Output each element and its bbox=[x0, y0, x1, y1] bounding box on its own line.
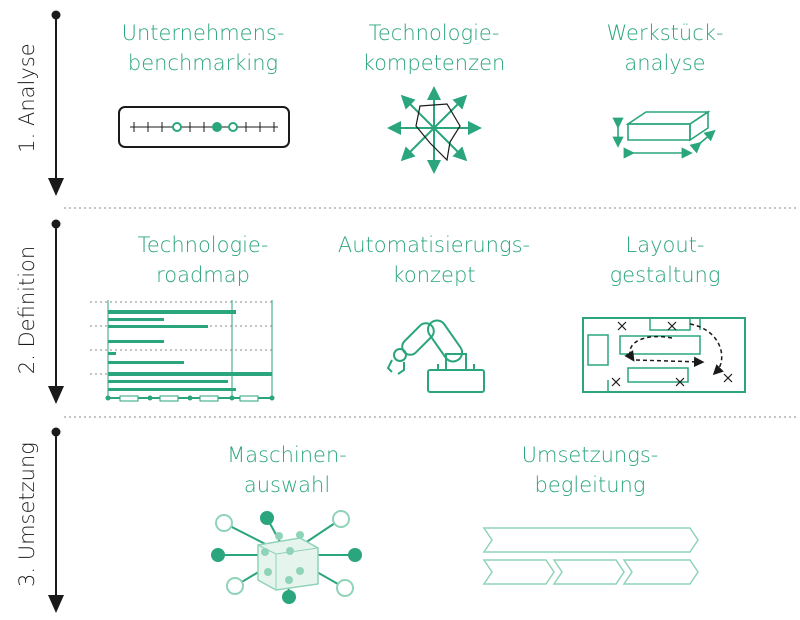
item-label-automatisierungskonzept: Automatisierungs- konzept bbox=[337, 233, 531, 287]
roadmap-bars-icon bbox=[90, 300, 275, 402]
phase-label-umsetzung: 3. Umsetzung bbox=[15, 442, 39, 587]
radar-star-icon bbox=[387, 86, 482, 174]
phase-label-definition: 2. Definition bbox=[15, 245, 39, 375]
item-label-technologieroadmap: Technologie- roadmap bbox=[137, 233, 269, 287]
item-label-umsetzungsbegleitung: Umsetzungs- begleitung bbox=[521, 443, 659, 497]
workpiece-box-icon bbox=[612, 110, 716, 159]
benchmark-scale-icon bbox=[118, 106, 290, 148]
timeline-phase-1 bbox=[48, 10, 64, 196]
timeline-phase-3 bbox=[48, 427, 64, 613]
robot-arm-icon bbox=[386, 319, 485, 393]
process-chevrons-icon bbox=[482, 527, 699, 585]
timeline-phase-2 bbox=[48, 219, 64, 404]
machine-network-icon bbox=[211, 510, 362, 604]
item-label-unternehmensbenchmarking: Unternehmens- benchmarking bbox=[121, 21, 285, 75]
item-label-technologiekompetenzen: Technologie- kompetenzen bbox=[362, 21, 506, 75]
floor-layout-icon bbox=[582, 317, 746, 393]
item-label-werkstueckanalyse: Werkstück- analyse bbox=[606, 21, 724, 75]
item-label-maschinenauswahl: Maschinen- auswahl bbox=[227, 443, 347, 497]
phase-label-analyse: 1. Analyse bbox=[15, 43, 39, 153]
item-label-layoutgestaltung: Layout- gestaltung bbox=[609, 233, 721, 287]
